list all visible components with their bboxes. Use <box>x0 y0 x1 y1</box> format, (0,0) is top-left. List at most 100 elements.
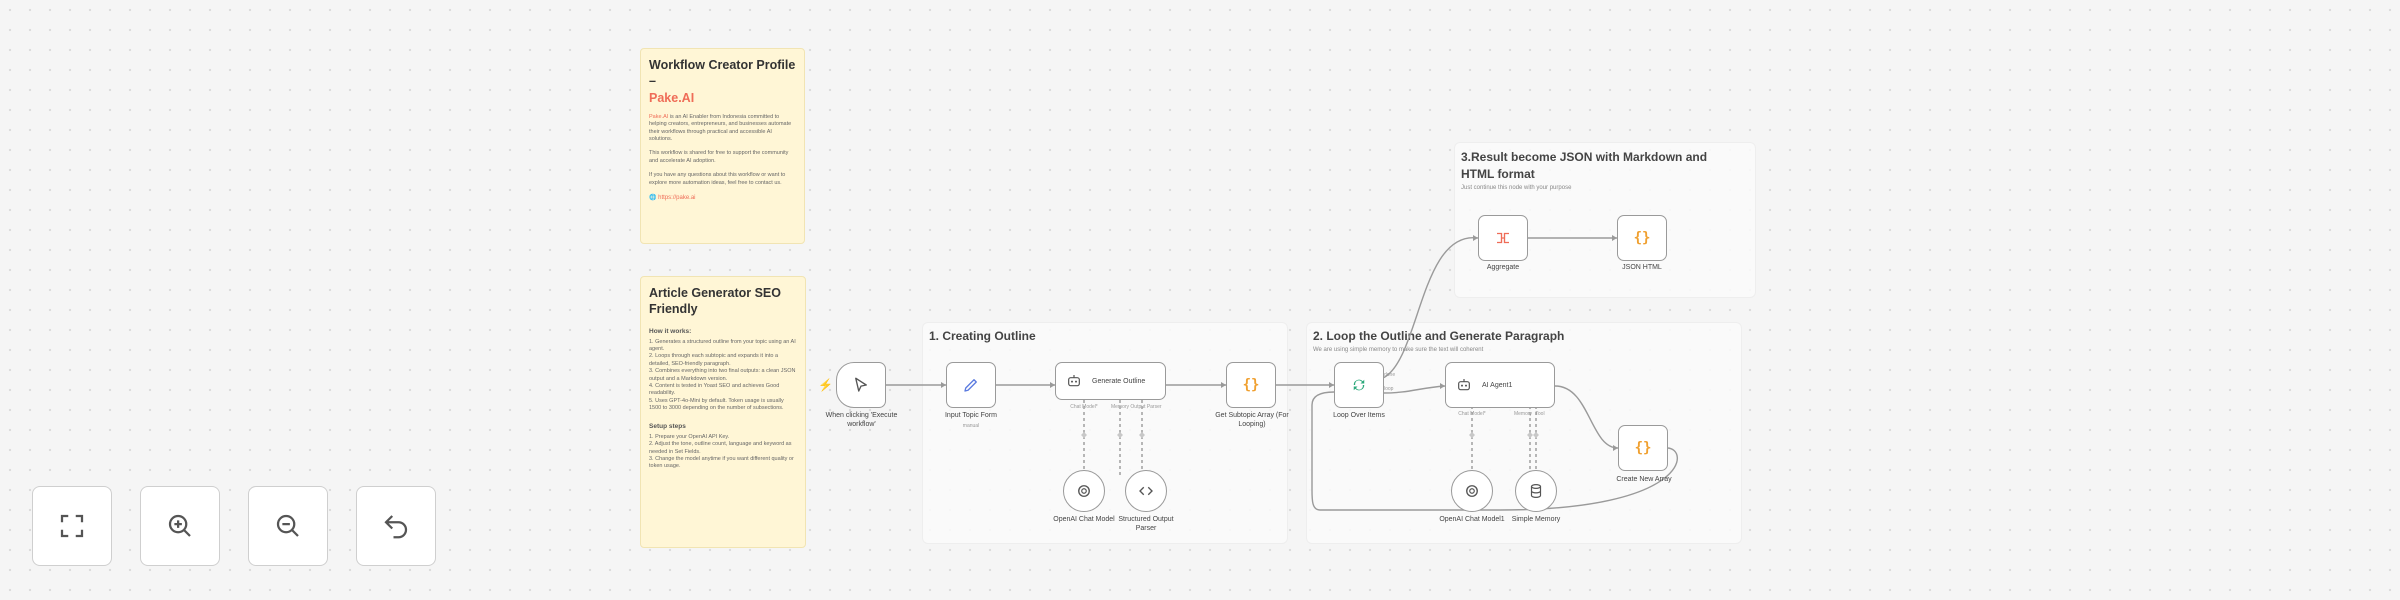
node-execute-trigger[interactable] <box>836 362 886 408</box>
list-item: 3. Combines everything into two final ou… <box>649 368 796 382</box>
list-item: 4. Content is tested in Yoast SEO and ac… <box>649 383 780 397</box>
openai-icon <box>1466 485 1478 497</box>
group-title: 2. Loop the Outline and Generate Paragra… <box>1313 329 1565 343</box>
node-label: OpenAI Chat Model <box>1053 516 1115 523</box>
fit-view-button[interactable] <box>32 486 112 566</box>
port-label: done <box>1384 372 1396 378</box>
node-label: Structured Output Parser <box>1118 516 1174 532</box>
zoom-in-button[interactable] <box>140 486 220 566</box>
arrow-head <box>1613 445 1618 451</box>
node-input-topic[interactable] <box>946 362 996 408</box>
cursor-icon <box>855 377 867 392</box>
node-label: Loop Over Items <box>1333 412 1385 419</box>
group-title: 1. Creating Outline <box>929 329 1036 343</box>
node-label: Create New Array <box>1616 476 1672 483</box>
node-label: When clicking 'Execute workflow' <box>825 412 898 428</box>
node-label: Input Topic Form <box>944 412 997 419</box>
how-it-works-list: 1. Generates a structured outline from y… <box>649 339 797 413</box>
node-label: Generate Outline <box>1092 377 1146 385</box>
arrow-head <box>1473 235 1478 241</box>
diamond-port <box>1469 432 1475 438</box>
profile-brand: Pake.AI <box>649 90 695 105</box>
port-label: Chat Model* <box>1070 404 1098 410</box>
connection <box>1382 237 1479 379</box>
add-trigger-icon[interactable]: ⚡ <box>818 378 833 392</box>
node-label: AI Agent1 <box>1482 381 1513 389</box>
node-label: Simple Memory <box>1511 516 1561 523</box>
braces-icon: {} <box>1242 377 1260 393</box>
group-subtitle: We are using simple memory to make sure … <box>1313 347 1484 353</box>
node-label: Get Subtopic Array (For Looping) <box>1215 412 1289 428</box>
openai-icon <box>1078 485 1090 497</box>
zoom-out-button[interactable] <box>248 486 328 566</box>
list-item: 2. Adjust the tone, outline count, langu… <box>649 441 792 455</box>
node-get-subtopic[interactable]: {} <box>1226 362 1276 408</box>
node-sublabel: manual <box>962 423 980 429</box>
code-icon <box>1139 486 1153 496</box>
setup-steps-list: 1. Prepare your OpenAI API Key. 2. Adjus… <box>649 434 797 471</box>
node-simple-memory[interactable] <box>1515 470 1557 512</box>
node-openai-chat-model-1[interactable] <box>1451 470 1493 512</box>
list-item: 1. Generates a structured outline from y… <box>649 338 796 352</box>
group-creating-outline[interactable]: 1. Creating Outline <box>922 322 1288 544</box>
node-aggregate[interactable] <box>1478 215 1528 261</box>
how-it-works-heading: How it works: <box>649 327 692 335</box>
group-subtitle: Just continue this node with your purpos… <box>1461 185 1572 191</box>
arrow-head <box>1440 383 1445 389</box>
list-item: 3. Change the model anytime if you want … <box>649 455 794 470</box>
port-label: Memory <box>1513 411 1533 417</box>
globe-icon: 🌐 <box>649 195 657 202</box>
node-label: OpenAI Chat Model1 <box>1439 516 1505 523</box>
connection <box>1554 385 1619 449</box>
aggregate-icon <box>1497 232 1509 244</box>
sticky-note-profile[interactable]: Workflow Creator Profile –Pake.AI Pake.A… <box>640 48 805 244</box>
port-label: loop <box>1384 386 1394 392</box>
sticky-note-article[interactable]: Article Generator SEO Friendly How it wo… <box>640 276 806 548</box>
node-create-array[interactable]: {} <box>1618 425 1668 471</box>
database-icon <box>1530 484 1542 498</box>
profile-paragraph-3: If you have any questions about this wor… <box>649 172 786 186</box>
diamond-port <box>1117 432 1123 438</box>
loop-icon <box>1353 379 1365 391</box>
port-label: Chat Model* <box>1458 411 1486 417</box>
arrow-head <box>941 382 946 388</box>
zoom-out-icon <box>276 514 299 537</box>
node-openai-chat-model[interactable] <box>1063 470 1105 512</box>
group-title: 3.Result become JSON with Markdown and H… <box>1461 150 1708 181</box>
list-item: 2. Loops through each subtopic and expan… <box>649 353 779 367</box>
diamond-port <box>1533 432 1539 438</box>
node-label: Aggregate <box>1486 264 1520 271</box>
braces-icon: {} <box>1634 440 1652 456</box>
undo-icon <box>384 515 408 539</box>
node-label: JSON HTML <box>1622 264 1662 271</box>
port-label: Memory <box>1110 404 1130 410</box>
profile-title: Workflow Creator Profile –Pake.AI <box>649 58 796 105</box>
arrow-head <box>1612 235 1617 241</box>
node-generate-outline[interactable]: Generate Outline <box>1055 362 1166 400</box>
port-label: Tool <box>1535 411 1545 417</box>
arrow-head <box>1329 382 1334 388</box>
pencil-icon <box>964 379 977 392</box>
list-item: 5. Uses GPT-4o-Mini by default. Token us… <box>649 397 784 412</box>
diamond-port <box>1139 432 1145 438</box>
node-json-html[interactable]: {} <box>1617 215 1667 261</box>
setup-steps-heading: Setup steps <box>649 422 686 430</box>
zoom-in-icon <box>168 514 191 537</box>
node-loop-items[interactable] <box>1334 362 1384 408</box>
connection <box>1382 385 1446 394</box>
article-title: Article Generator SEO Friendly <box>649 286 781 317</box>
list-item: 1. Prepare your OpenAI API Key. <box>649 433 730 440</box>
robot-icon <box>1068 375 1080 387</box>
diamond-port <box>1081 432 1087 438</box>
robot-icon <box>1458 379 1470 391</box>
node-ai-agent[interactable]: AI Agent1 <box>1445 362 1555 408</box>
port-label: Output Parser <box>1130 404 1162 410</box>
braces-icon: {} <box>1633 230 1651 246</box>
fullscreen-icon <box>60 514 84 538</box>
profile-link[interactable]: 🌐 https://pake.ai <box>649 195 696 202</box>
connection <box>1311 391 1678 511</box>
profile-paragraph-2: This workflow is shared for free to supp… <box>649 150 789 164</box>
node-output-parser[interactable] <box>1125 470 1167 512</box>
reset-button[interactable] <box>356 486 436 566</box>
